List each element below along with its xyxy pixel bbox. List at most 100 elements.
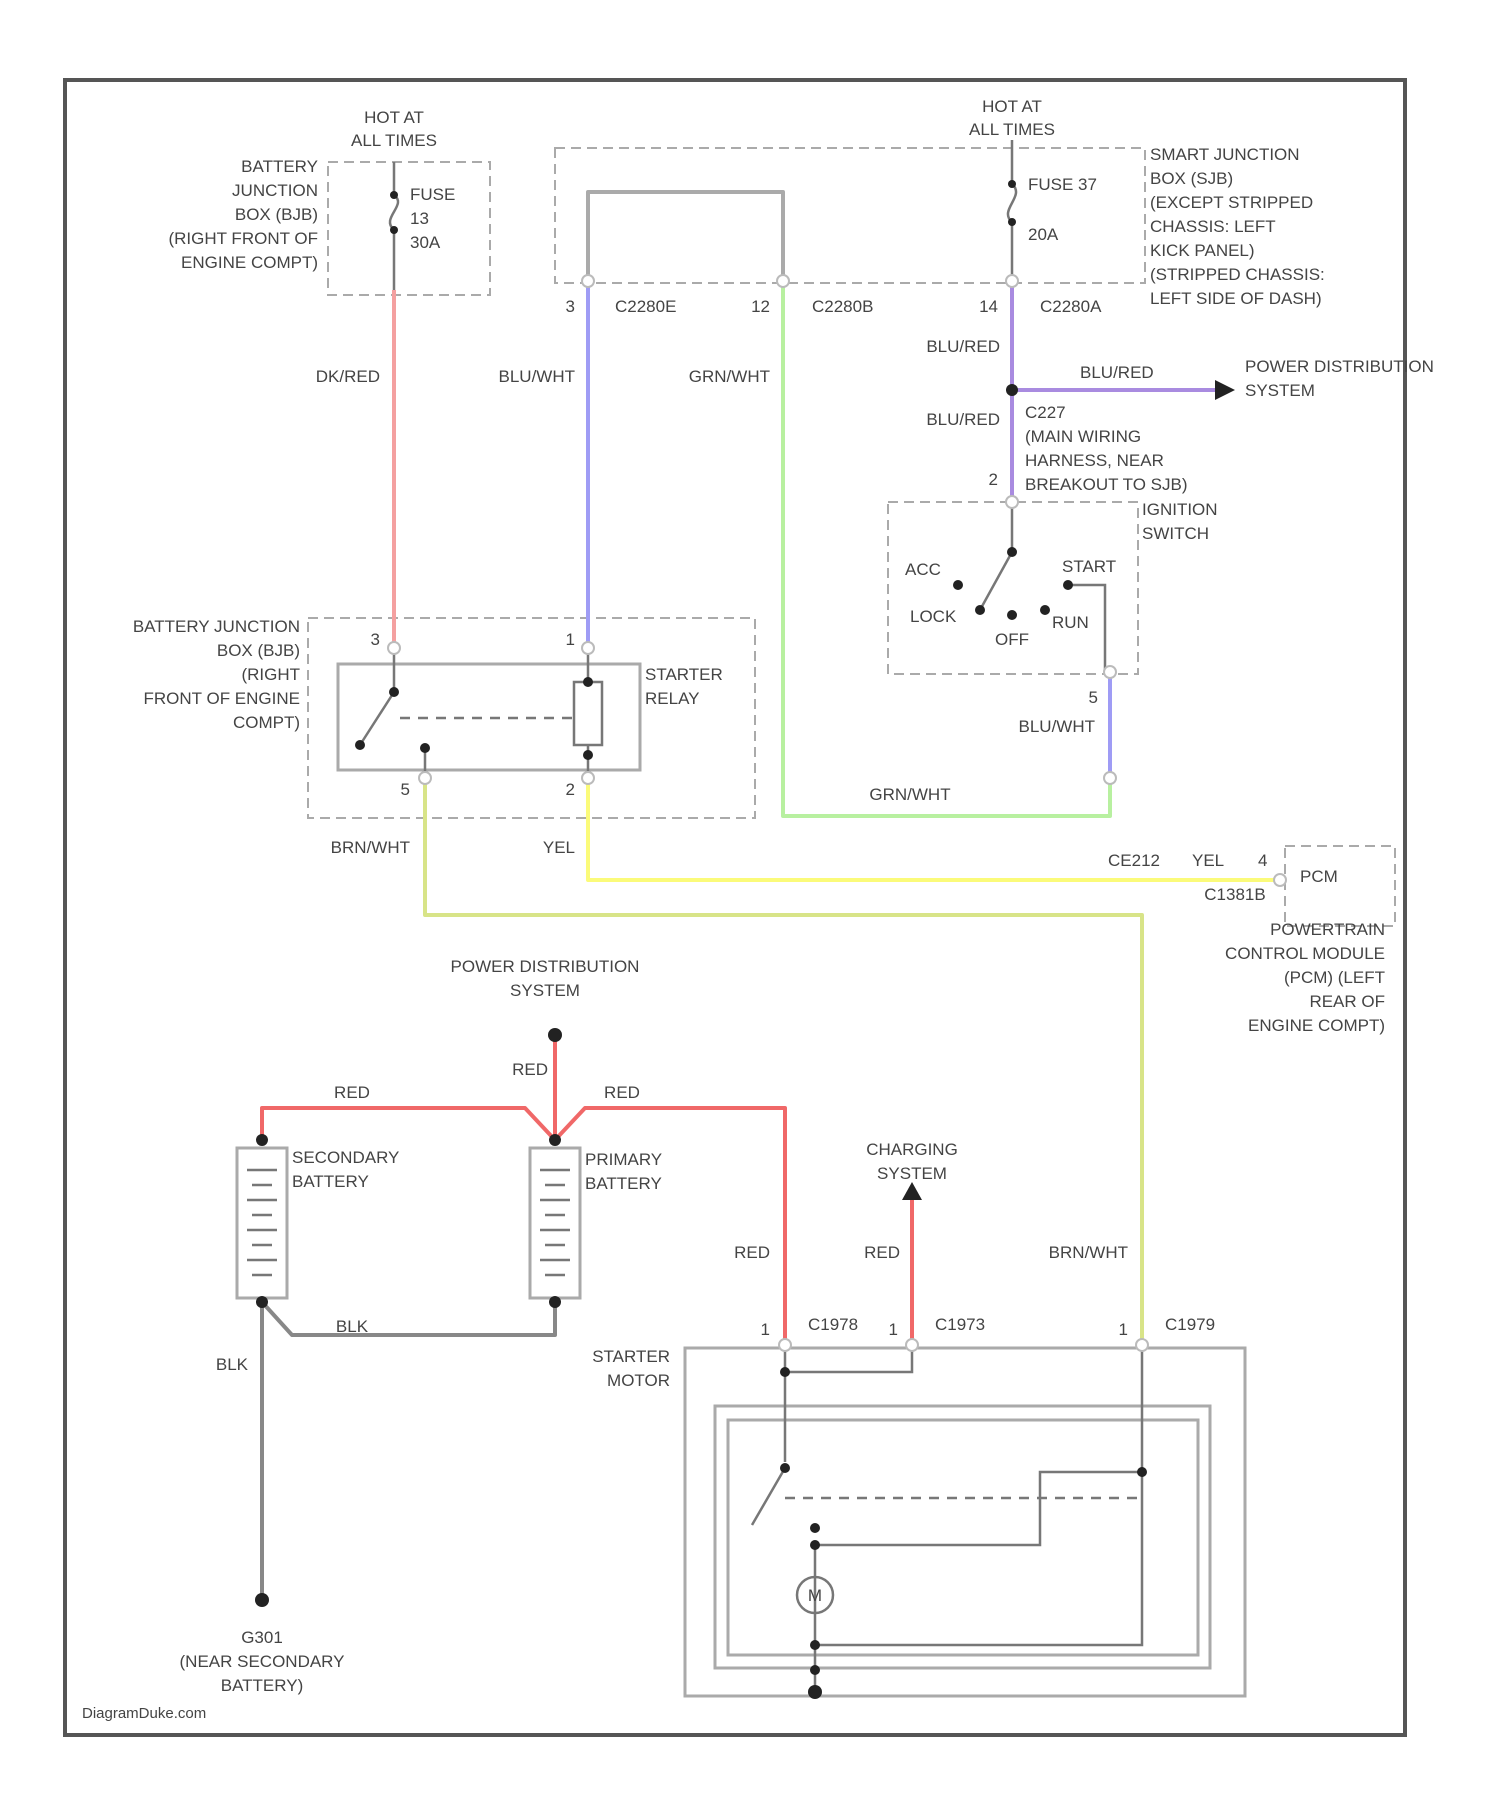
pds-top-line-1: POWER DISTRIBUTION <box>1245 357 1434 376</box>
charging-line-2: SYSTEM <box>877 1164 947 1183</box>
fuse-37-icon <box>1008 184 1016 222</box>
starter-relay-line-2: RELAY <box>645 689 700 708</box>
pcm-box <box>1285 846 1395 926</box>
fuse-13-line-1: FUSE <box>410 185 455 204</box>
relay-coil-dot-1 <box>583 677 593 687</box>
sm-motor-dot-4 <box>810 1665 820 1675</box>
pds-mid-dot <box>548 1028 562 1042</box>
pin-c2280a-number: 14 <box>979 297 998 316</box>
label-bjb-mid: BATTERY JUNCTION BOX (BJB) (RIGHT FRONT … <box>133 617 300 732</box>
ign-lock-dot <box>975 605 985 615</box>
bjb-top-line-3: BOX (BJB) <box>235 205 318 224</box>
pin-relay-3 <box>388 642 400 654</box>
label-fuse-13: FUSE 13 30A <box>410 185 455 252</box>
label-charging-system: CHARGING SYSTEM <box>866 1140 958 1183</box>
sm-junction-dot-1 <box>780 1367 790 1377</box>
pin-sm-c1973 <box>906 1339 918 1351</box>
wire-blk-battery-link <box>262 1302 555 1335</box>
pin-c2280a <box>1006 275 1018 287</box>
watermark: DiagramDuke.com <box>82 1705 206 1722</box>
motor-symbol-label: M <box>808 1586 822 1605</box>
fuse-13-line-2: 13 <box>410 209 429 228</box>
starter-motor-line-1: STARTER <box>592 1347 670 1366</box>
connector-pins <box>388 275 1286 1351</box>
arrow-up-icon <box>902 1182 922 1200</box>
wire-label-grn-wht-bottom: GRN/WHT <box>869 785 950 804</box>
ground-line-1: G301 <box>241 1628 283 1647</box>
pin-c2280b <box>777 275 789 287</box>
fuse-37-line-2: 20A <box>1028 225 1059 244</box>
bjb-mid-line-2: BOX (BJB) <box>217 641 300 660</box>
bjb-top-line-1: BATTERY <box>241 157 318 176</box>
wire-label-dk-red: DK/RED <box>316 367 380 386</box>
ign-run-label: RUN <box>1052 613 1089 632</box>
c227-line-2: (MAIN WIRING <box>1025 427 1141 446</box>
conn-c2280b: C2280B <box>812 297 873 316</box>
pds-top-line-2: SYSTEM <box>1245 381 1315 400</box>
pds-mid-line-2: SYSTEM <box>510 981 580 1000</box>
sjb-line-7: LEFT SIDE OF DASH) <box>1150 289 1322 308</box>
hot-right-line-1: HOT AT <box>982 97 1042 116</box>
fuse37-top-dot <box>1008 180 1016 188</box>
sec-batt-pos-dot <box>256 1134 268 1146</box>
bjb-mid-line-1: BATTERY JUNCTION <box>133 617 300 636</box>
ground-g301-dot <box>255 1593 269 1607</box>
pin-sm-c1978 <box>779 1339 791 1351</box>
pcm-line-1: POWERTRAIN <box>1270 920 1385 939</box>
bjb-mid-line-5: COMPT) <box>233 713 300 732</box>
sec-batt-line-2: BATTERY <box>292 1172 369 1191</box>
pin-relay-5 <box>419 772 431 784</box>
ign-run-dot <box>1040 605 1050 615</box>
sm-motor-dot-3 <box>810 1640 820 1650</box>
label-sjb: SMART JUNCTION BOX (SJB) (EXCEPT STRIPPE… <box>1150 145 1325 308</box>
label-starter-relay: STARTER RELAY <box>645 665 723 708</box>
wire-label-red-starter: RED <box>734 1243 770 1262</box>
relay-pin-3: 3 <box>371 630 380 649</box>
pin-sm-c1979 <box>1136 1339 1148 1351</box>
pin-pcm-4 <box>1274 874 1286 886</box>
sjb-line-2: BOX (SJB) <box>1150 169 1233 188</box>
ign-lock-label: LOCK <box>910 607 957 626</box>
pri-batt-line-2: BATTERY <box>585 1174 662 1193</box>
fuse37-bot-dot <box>1008 218 1016 226</box>
bjb-top-box <box>328 162 490 295</box>
sec-batt-neg-dot <box>256 1296 268 1308</box>
wire-label-red-right: RED <box>604 1083 640 1102</box>
conn-c2280e: C2280E <box>615 297 676 316</box>
sm-motor-dot-2 <box>810 1540 820 1550</box>
ignition-line-1: IGNITION <box>1142 500 1218 519</box>
sm-ground-dot <box>808 1685 822 1699</box>
bjb-mid-line-4: FRONT OF ENGINE <box>144 689 300 708</box>
relay-contact-dot-2 <box>355 740 365 750</box>
pri-batt-line-1: PRIMARY <box>585 1150 662 1169</box>
wire-label-blu-red-1: BLU/RED <box>926 337 1000 356</box>
relay-pin-2: 2 <box>566 780 575 799</box>
label-fuse-37: FUSE 37 20A <box>1028 175 1097 244</box>
wire-label-brn-wht-top: BRN/WHT <box>331 838 410 857</box>
relay-switch-contact <box>360 648 425 778</box>
wire-label-blu-wht-top: BLU/WHT <box>499 367 576 386</box>
fuse13-bot-dot <box>390 226 398 234</box>
wire-label-red-charging: RED <box>864 1243 900 1262</box>
wire-sjb-internal-loop <box>588 192 783 278</box>
arrow-right-icon <box>1215 380 1235 400</box>
diagram-frame <box>65 80 1405 1735</box>
pcm-pin-number: 4 <box>1258 851 1267 870</box>
fuse-13-line-3: 30A <box>410 233 441 252</box>
c227-line-3: HARNESS, NEAR <box>1025 451 1164 470</box>
ign-acc-label: ACC <box>905 560 941 579</box>
pin-relay-1 <box>582 642 594 654</box>
charging-line-1: CHARGING <box>866 1140 958 1159</box>
bjb-top-line-2: JUNCTION <box>232 181 318 200</box>
ign-off-dot <box>1007 610 1017 620</box>
sm-conn-c1979: C1979 <box>1165 1315 1215 1334</box>
hot-right-line-2: ALL TIMES <box>969 120 1055 139</box>
sjb-line-5: KICK PANEL) <box>1150 241 1255 260</box>
c227-line-4: BREAKOUT TO SJB) <box>1025 475 1188 494</box>
starter-internal-wiring <box>752 1345 1142 1692</box>
wire-label-blu-red-3: BLU/RED <box>926 410 1000 429</box>
wire-label-yel-pcm: YEL <box>1192 851 1224 870</box>
pin-ign-2 <box>1006 496 1018 508</box>
ground-line-2: (NEAR SECONDARY <box>180 1652 345 1671</box>
